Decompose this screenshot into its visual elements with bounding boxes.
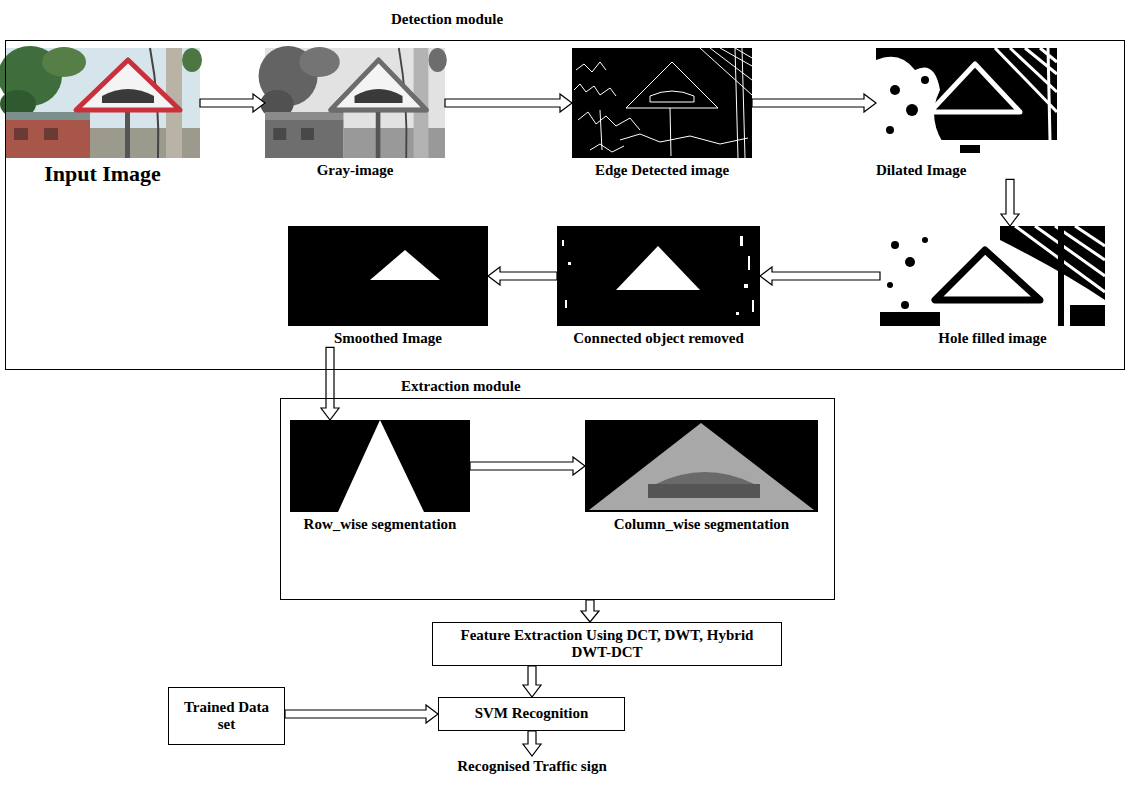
node-label: Input Image — [44, 161, 161, 186]
flow-arrow — [760, 267, 880, 285]
output-label: Recognised Traffic sign — [457, 758, 606, 775]
module-frame: Detection moduleInput ImageGray-imageEdg… — [5, 40, 1125, 370]
image-stage: Smoothed Image — [288, 226, 488, 347]
flow-arrow — [581, 600, 599, 622]
node-label: Column_wise segmentation — [614, 516, 789, 533]
process-box: SVM Recognition — [438, 697, 625, 731]
image-stage: Connected object removed — [557, 226, 760, 347]
image-stage: Row_wise segmentation — [290, 420, 470, 533]
connected-removed-image — [557, 226, 760, 326]
input-photo — [0, 46, 202, 158]
flow-arrow — [285, 705, 438, 723]
process-box: Feature Extraction Using DCT, DWT, Hybri… — [432, 622, 782, 666]
node-label: Row_wise segmentation — [304, 516, 457, 533]
node-label: Connected object removed — [573, 330, 744, 347]
edge-image — [572, 48, 752, 158]
flow-arrow — [1001, 179, 1019, 226]
output-arrow — [523, 731, 541, 756]
node-label: Trained Data set — [177, 699, 276, 734]
image-stage: Gray-image — [265, 48, 445, 179]
flow-arrow — [470, 457, 585, 475]
flow-arrow — [488, 267, 557, 285]
smoothed-image — [288, 226, 488, 326]
image-stage: Hole filled image — [880, 226, 1105, 347]
node-label: Smoothed Image — [334, 330, 442, 347]
image-stage: Edge Detected image — [572, 48, 752, 179]
node-label: SVM Recognition — [475, 705, 589, 722]
image-stage: Input Image — [5, 48, 200, 186]
flow-arrow — [523, 666, 541, 697]
image-stage: Dilated Image — [876, 48, 1057, 179]
node-label: Feature Extraction Using DCT, DWT, Hybri… — [441, 627, 773, 662]
flow-arrow — [752, 94, 876, 112]
node-label: Dilated Image — [876, 162, 966, 179]
module-frame: Extraction moduleRow_wise segmentationCo… — [280, 398, 835, 600]
flow-arrow — [445, 94, 572, 112]
flow-arrow — [321, 347, 339, 420]
hole-filled-image — [880, 226, 1105, 326]
flow-arrow — [200, 94, 265, 112]
gray-photo — [259, 46, 447, 158]
data-box: Trained Data set — [168, 687, 285, 745]
dilated-image — [876, 48, 1057, 158]
column-wise-image — [585, 420, 818, 512]
module-heading: Extraction module — [401, 378, 521, 395]
row-wise-image — [290, 420, 470, 512]
node-label: Gray-image — [317, 162, 394, 179]
module-heading: Detection module — [391, 11, 503, 28]
node-label: Hole filled image — [938, 330, 1046, 347]
image-stage: Column_wise segmentation — [585, 420, 818, 533]
node-label: Edge Detected image — [595, 162, 729, 179]
